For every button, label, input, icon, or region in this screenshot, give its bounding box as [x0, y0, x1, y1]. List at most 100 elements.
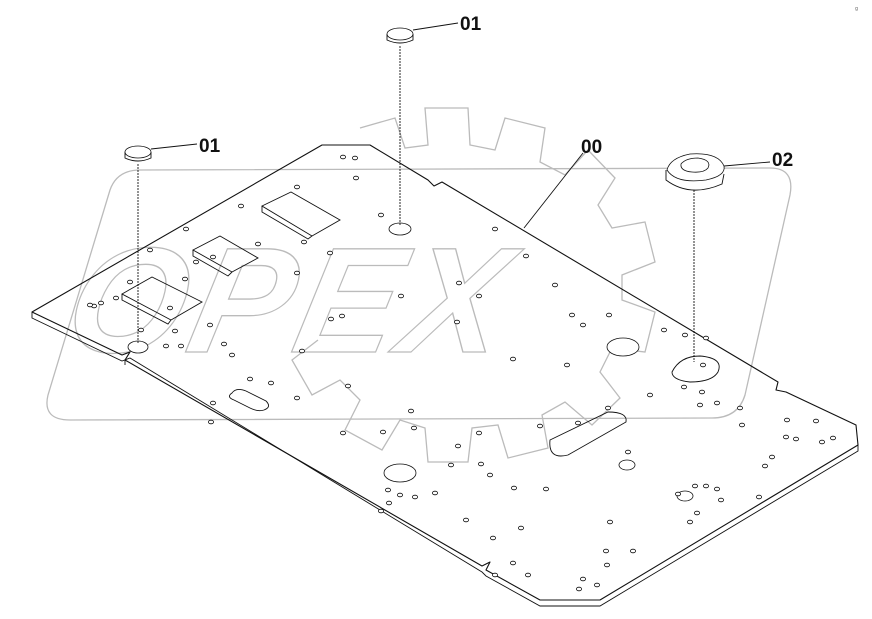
plate-hole-small: [525, 572, 532, 578]
plate-hole-small: [700, 362, 707, 368]
plate-hole-small: [228, 352, 235, 358]
plate-hole-small: [703, 335, 710, 341]
slot-center: [549, 411, 627, 457]
plate-hole-small: [338, 313, 345, 319]
plate-hole-small: [455, 280, 462, 286]
label-00: 00: [581, 137, 602, 158]
plate-hole-small: [509, 560, 516, 566]
plate-hole-small: [605, 405, 612, 411]
watermark-logo: OPEX: [46, 107, 792, 463]
plate-hole-small: [379, 429, 386, 435]
plate-hole-small: [177, 343, 184, 349]
plate-hole-small: [220, 341, 227, 347]
plate-hole-small: [647, 392, 654, 398]
plate-hole-large: [383, 463, 417, 483]
plate-hole-small: [87, 302, 94, 308]
plate-edge-front: [31, 312, 859, 607]
plate-hole-small: [326, 250, 333, 256]
cap-top: 01: [386, 14, 482, 226]
cap-left: 01: [124, 136, 221, 344]
plate-hole-small: [543, 486, 550, 492]
plate-hole-small: [181, 276, 188, 282]
plate-hole-small: [537, 423, 544, 429]
watermark-gear: [291, 107, 656, 463]
plate-hole-small: [454, 443, 461, 449]
label-01-top-leader: [412, 22, 459, 31]
plate-hole-small: [603, 548, 610, 554]
plate-hole-small: [681, 384, 688, 390]
plate-hole-small: [137, 327, 144, 333]
plate-hole-small: [523, 253, 530, 259]
plate-hole-small: [762, 463, 769, 469]
label-01-left-leader: [150, 143, 198, 150]
label-02: 02: [772, 150, 793, 171]
grommet-body: [665, 170, 725, 191]
plate-hole-small: [293, 184, 300, 190]
plate-hole-small: [737, 405, 744, 411]
plate-hole-small: [396, 492, 403, 498]
cap-top-face: [386, 27, 414, 41]
plate-hole-small: [384, 487, 391, 493]
cutout-rect: [121, 276, 203, 325]
label-01-left: 01: [199, 136, 221, 157]
plate-hole-small: [509, 356, 516, 362]
plate-hole-small: [576, 586, 583, 592]
plate-hole-small: [486, 472, 493, 478]
plate-hole-small: [630, 548, 637, 554]
grommet-slot: [680, 157, 710, 173]
plate-hole-small: [692, 483, 699, 489]
plate-hole-small: [580, 576, 587, 582]
plate-hole-small: [687, 519, 694, 525]
plate-hole-small: [661, 327, 668, 333]
plate-hole-small: [682, 332, 689, 338]
cutout-rect: [261, 191, 341, 240]
plate-hole-small: [604, 562, 611, 568]
plate-hole-small: [575, 420, 582, 426]
label-02-leader: [723, 161, 771, 167]
plate-hole-small: [462, 517, 469, 523]
plate-hole-small: [410, 425, 417, 431]
slot-left: [229, 388, 269, 412]
plate-hole-small: [339, 154, 346, 160]
label-01-top: 01: [460, 14, 482, 35]
plate-hole-large: [618, 459, 636, 471]
plate-hole-small: [830, 435, 837, 441]
plate-hole-small: [714, 486, 721, 492]
plate-hole-small: [377, 212, 384, 218]
plate-hole-small: [431, 490, 438, 496]
plate-hole-small: [489, 535, 496, 541]
plate-hole-small: [237, 203, 244, 209]
plate-hole-small: [351, 155, 358, 161]
watermark-frame: [46, 167, 792, 421]
cap-top-side: [386, 34, 414, 44]
plate-hole-small: [793, 436, 800, 442]
plate-hole-small: [127, 279, 134, 285]
plate-hole-large: [606, 337, 640, 357]
plate-hole-small: [397, 293, 404, 299]
plate-hole-small: [784, 417, 791, 423]
plate-hole-small: [607, 519, 614, 525]
plate-hole-small: [267, 380, 274, 386]
plate-hole-small: [552, 282, 559, 288]
plate-hole-small: [813, 418, 820, 424]
watermark-text: OPEX: [53, 218, 531, 385]
plate-hole-small: [625, 449, 632, 455]
plate-hole-small: [819, 439, 826, 445]
plate-hole-small: [209, 254, 216, 260]
plate-hole-small: [518, 525, 525, 531]
plate-hole-small: [694, 510, 701, 516]
plate-hole-small: [594, 582, 601, 588]
plate-hole-small: [569, 312, 576, 318]
cutout-rect: [192, 235, 259, 277]
grommet: 02: [665, 150, 793, 362]
plate-hole-small: [411, 494, 418, 500]
plate-hole-small: [377, 508, 384, 514]
plate-hole-small: [246, 376, 253, 382]
corner-mark: g: [855, 6, 858, 12]
plate-hole-small: [475, 430, 482, 436]
plate-hole-small: [254, 241, 261, 247]
plate-hole-small: [564, 362, 571, 368]
plate-hole-small: [207, 419, 214, 425]
plate-hole-small: [606, 312, 613, 318]
plate-hole-small: [675, 491, 682, 497]
